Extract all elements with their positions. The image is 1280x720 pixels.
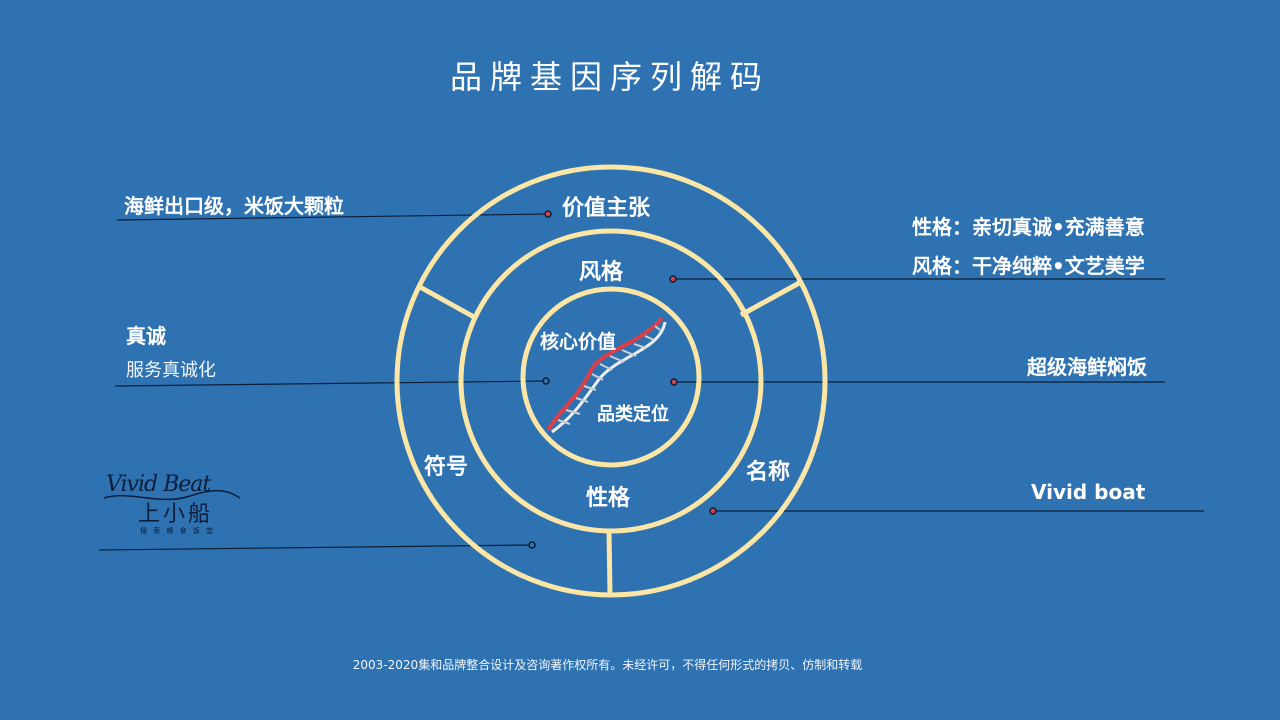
anchor-dot [670, 378, 678, 386]
divider-left [418, 284, 476, 320]
rings [394, 164, 828, 598]
ring-label-core-value: 核心价值 [540, 331, 617, 353]
anchor-dot [542, 377, 550, 385]
anchor-dot [669, 275, 677, 283]
anchor-dot [709, 507, 717, 515]
anchor-dots [528, 210, 717, 549]
outer-ring [394, 164, 828, 598]
ring-label-personality: 性格 [586, 486, 631, 511]
ring-label-style: 风格 [579, 260, 624, 285]
ring-label-value-prop: 价值主张 [562, 196, 651, 221]
wave-icon [103, 489, 241, 501]
dna-helix-icon [546, 316, 667, 434]
annotation-core-value-sub: 服务真诚化 [126, 360, 216, 381]
annotation-core-value-title: 真诚 [126, 324, 166, 348]
annotation-style: 风格：干净纯粹•文艺美学 [912, 254, 1145, 278]
leader-line-symbol [98, 544, 533, 551]
annotation-personality: 性格：亲切真诚•充满善意 [912, 215, 1145, 239]
brand-logo: Vivid Beat 上小船 搜 索 峰 食 饭 堂 [100, 470, 250, 540]
page-title: 品牌基因序列解码 [449, 58, 770, 96]
annotation-value-prop: 海鲜出口级，米饭大颗粒 [124, 194, 344, 218]
ring-label-name: 名称 [746, 460, 791, 485]
ring-label-symbol: 符号 [424, 455, 469, 480]
divider-right [739, 279, 803, 318]
annotation-category: 超级海鲜焖饭 [1027, 355, 1147, 379]
ring-label-category: 品类定位 [597, 404, 669, 425]
annotation-name: Vivid boat [1031, 480, 1146, 504]
divider-bottom [606, 530, 613, 595]
logo-tagline: 搜 索 峰 食 饭 堂 [140, 527, 216, 535]
anchor-dot [528, 541, 536, 549]
anchor-dot [544, 210, 552, 218]
copyright-footer: 2003-2020集和品牌整合设计及咨询著作权所有。未经许可，不得任何形式的拷贝… [352, 658, 863, 672]
logo-wordmark: Vivid Beat [106, 472, 211, 497]
inner-ring [520, 286, 702, 468]
logo-chinese: 上小船 [138, 502, 214, 527]
leader-line-core-value [114, 380, 547, 387]
